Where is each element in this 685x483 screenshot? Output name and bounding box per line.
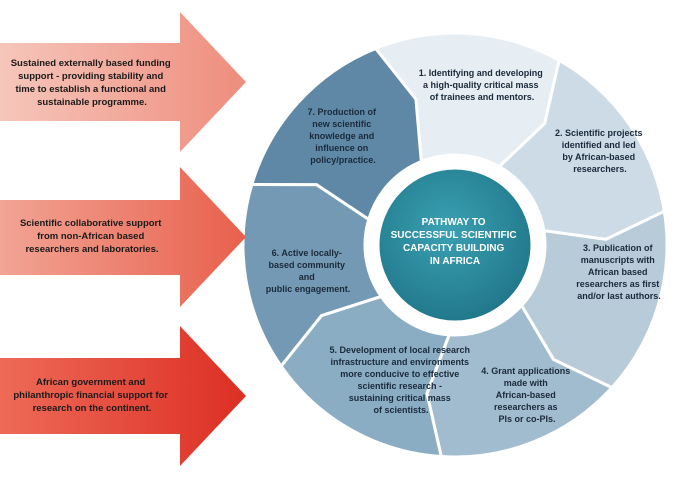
step-7-text: 7. Production of new scientific knowledg… [307,107,378,165]
step-6-text: 6. Active locally- based community and p… [266,248,351,294]
cycle-step-7-segment [249,46,423,222]
support-text-1: Sustained externally based funding suppo… [11,58,174,108]
step-4-text: 4. Grant applications made with African-… [481,366,573,424]
step-1-text: 1. Identifying and developing a high-qua… [419,68,546,102]
cycle-ring [241,31,669,459]
step-2-text: 2. Scientific projects identified and le… [555,128,645,174]
center-title: PATHWAY TO SUCCESSFUL SCIENTIFIC CAPACIT… [391,217,520,267]
support-text-3: African government and philanthropic fin… [13,377,170,414]
support-arrow-1 [0,12,246,152]
support-arrow-2 [0,167,246,307]
support-text-2: Scientific collaborative support from no… [20,218,164,255]
step-5-text: 5. Development of local research infrast… [329,345,472,415]
support-arrow-3 [0,326,246,466]
step-3-text: 3. Publication of manuscripts with Afric… [576,243,662,301]
center-circle [374,164,536,326]
